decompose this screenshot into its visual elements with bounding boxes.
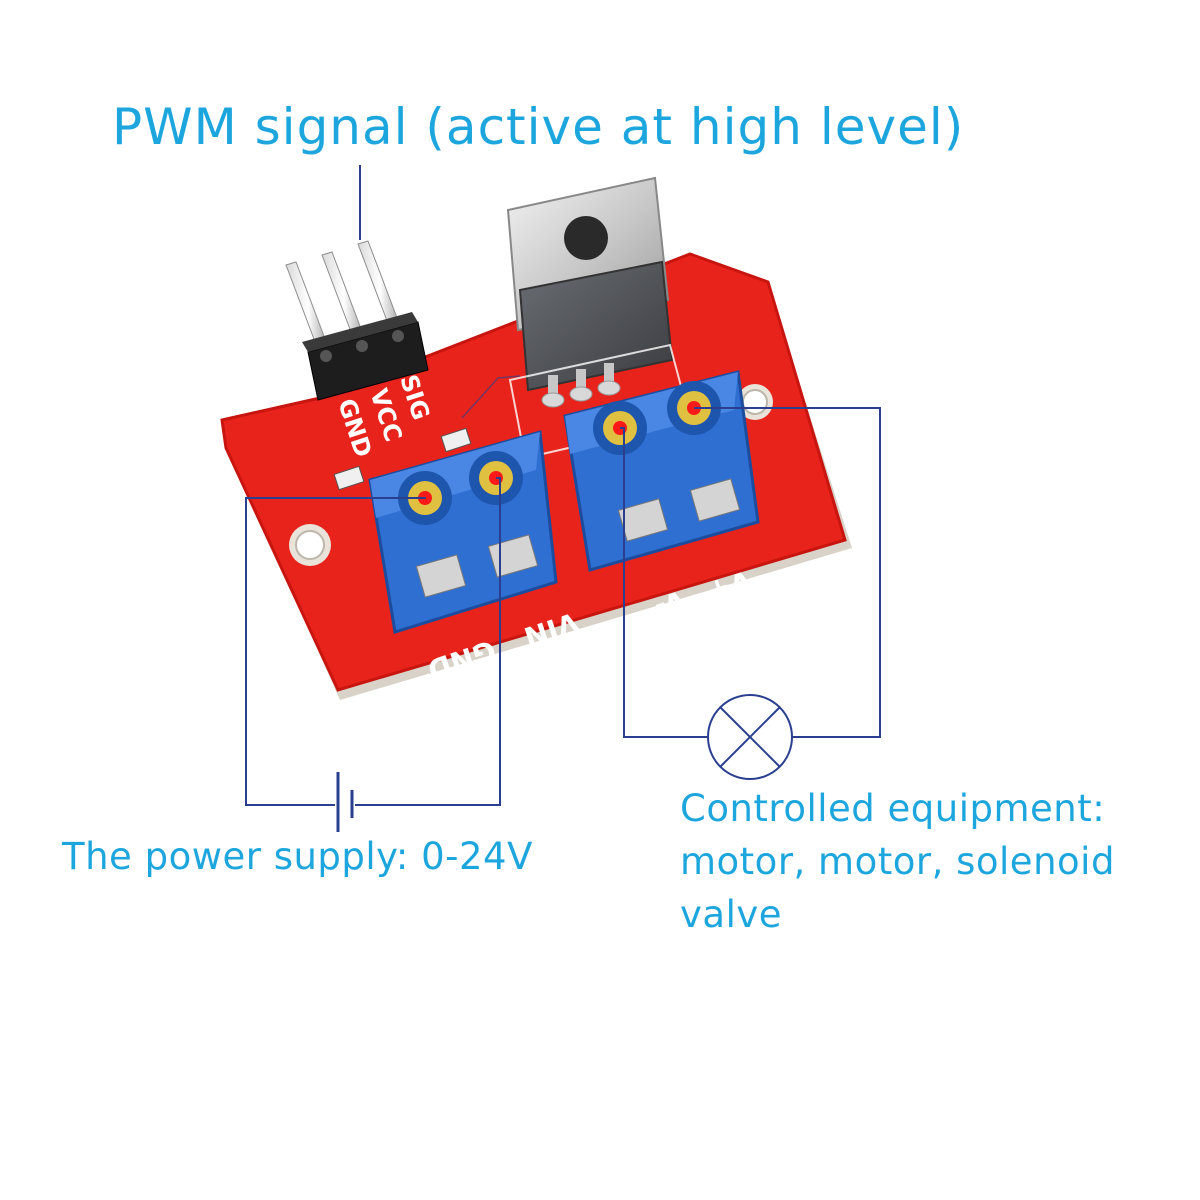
- controlled-equipment-line-2: motor, motor, solenoid: [680, 840, 1115, 883]
- sig-trace: [461, 375, 521, 419]
- smd-resistor-1: [333, 465, 365, 491]
- terminal-block-load: [563, 370, 760, 572]
- power-supply-wiring: [245, 477, 501, 832]
- controlled-equipment-caption: Controlled equipment: motor, motor, sole…: [680, 782, 1115, 941]
- smd-resistor-2: [440, 427, 472, 453]
- load-wiring: [620, 407, 881, 738]
- mounting-hole-left: [289, 524, 331, 566]
- pwm-signal-caption: PWM signal (active at high level): [112, 98, 965, 156]
- controlled-equipment-line-1: Controlled equipment:: [680, 787, 1106, 830]
- terminal-block-power: [368, 430, 558, 634]
- lamp-symbol-icon: [707, 694, 793, 780]
- header-pins: [285, 240, 429, 401]
- heatsink-hole: [564, 216, 608, 260]
- mosfet-body: [518, 260, 674, 392]
- controlled-equipment-line-3: valve: [680, 893, 783, 936]
- power-supply-caption: The power supply: 0-24V: [62, 835, 533, 878]
